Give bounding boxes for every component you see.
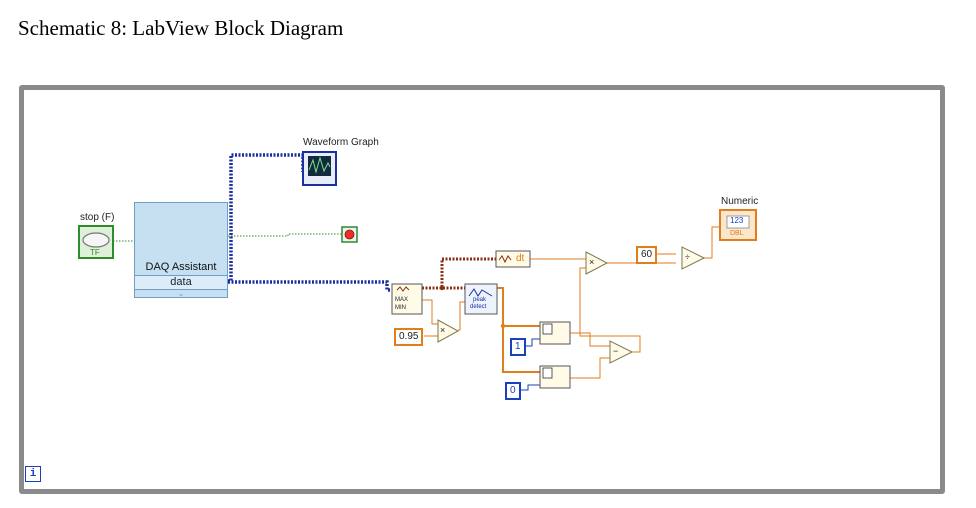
index-array-icon [542,367,553,379]
wire-locations-bundle[interactable] [497,287,540,327]
wire-daq-to-waveform-graph[interactable] [228,153,305,283]
stop-control-label: stop (F) [80,212,115,223]
peak-detect-label-line1: peak [473,297,487,303]
wire-max-to-multiply[interactable] [420,299,438,325]
numeric-type-text: DBL [730,230,744,237]
wire-index-zero-const[interactable] [519,384,540,391]
multiply-threshold-symbol: × [440,325,446,335]
wire-threshold-to-peak-detect[interactable] [458,301,465,331]
stop-indicator-text: TF [90,248,100,257]
waveform-graph-label: Waveform Graph [303,137,379,148]
numeric-display-icon [726,215,750,229]
dt-waveform-icon [498,255,512,264]
index-one-constant[interactable]: 1 [510,338,526,356]
wire-subtract-to-multiply[interactable] [579,267,641,353]
diagram-caption: Schematic 8: LabView Block Diagram [18,16,344,40]
wire-locations-to-index-zero[interactable] [502,326,540,373]
loop-iteration-terminal[interactable]: i [25,466,41,482]
wire-divide-to-numeric[interactable] [704,226,720,259]
waveform-trace [308,156,331,174]
seconds-per-minute-constant[interactable]: 60 [636,246,658,264]
subtract-symbol: − [613,346,619,356]
multiply-dt-node[interactable] [585,251,609,275]
multiply-threshold-node[interactable] [437,319,460,343]
peak-detect-icon [468,288,493,297]
index-array-icon [542,323,553,335]
wire-junction-waveform [439,285,445,291]
numeric-label: Numeric [721,196,759,207]
divide-symbol: ÷ [685,252,690,262]
daq-data-output[interactable]: data [135,275,227,289]
stop-icon [344,229,355,240]
daq-assistant-node[interactable]: DAQ Assistant data ⌄ [134,202,228,298]
daq-assistant-title: DAQ Assistant [145,261,217,273]
peak-detect-label-line2: detect [470,304,487,310]
numeric-indicator[interactable] [719,209,757,241]
dt-label: dt [516,253,525,264]
divide-node[interactable] [681,246,706,270]
max-min-signal-icon [396,286,410,292]
stop-button-icon [82,232,110,248]
daq-expand-icon[interactable]: ⌄ [135,289,227,298]
wire-loc1-to-subtract[interactable] [570,332,610,347]
get-dt-node[interactable] [495,250,531,268]
min-label: MIN [395,305,406,311]
numeric-display-text: 123 [730,216,744,225]
wire-daq-to-processing[interactable] [228,280,392,292]
subtract-node[interactable] [609,340,634,364]
wire-loc0-to-subtract[interactable] [570,357,610,379]
wire-index-one-const[interactable] [524,338,540,347]
wire-junction-locations [500,323,506,329]
wire-daq-to-stop-terminal[interactable] [228,233,342,237]
peak-detect-node[interactable] [464,283,498,315]
index-zero-constant[interactable]: 0 [505,382,521,400]
max-label: MAX [395,297,409,303]
multiply-dt-symbol: × [589,257,595,267]
max-min-node[interactable] [391,283,423,315]
threshold-scale-constant[interactable]: 0.95 [394,328,424,346]
